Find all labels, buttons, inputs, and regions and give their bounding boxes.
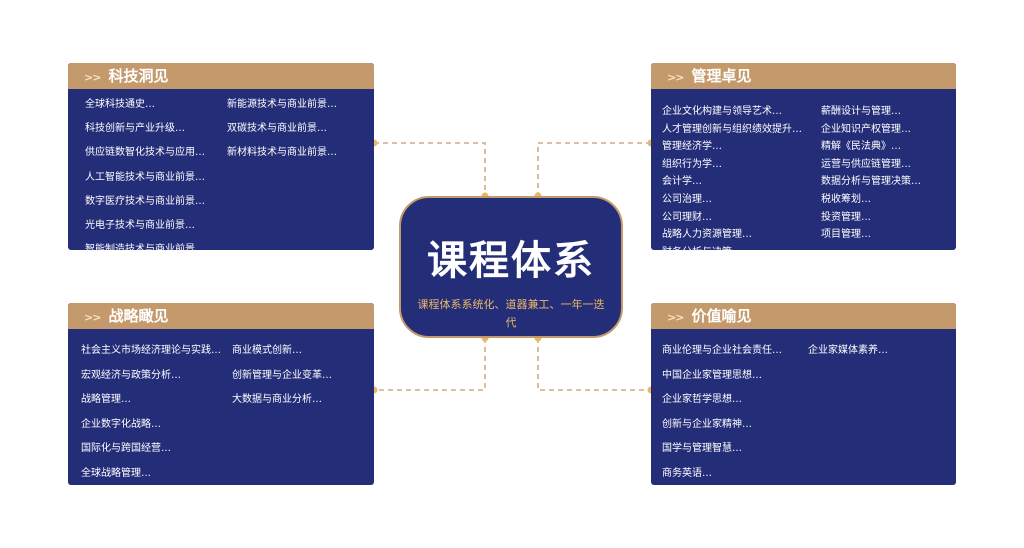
panel-header: >> 价值喻见 <box>651 303 956 329</box>
course-item: 供应链数智化技术与应用… <box>85 147 205 159</box>
center-title: 课程体系 <box>427 237 595 284</box>
connector-tl <box>374 142 486 196</box>
course-item: 税收筹划… <box>821 193 871 205</box>
course-column: 企业家媒体素养… <box>808 341 888 479</box>
course-item: 全球科技通史… <box>85 99 155 110</box>
course-item: 企业知识产权管理… <box>821 123 911 135</box>
panel-header: >> 管理卓见 <box>651 63 956 89</box>
course-item: 社会主义市场经济理论与实践… <box>81 345 221 356</box>
panel-strategy-insight: >> 战略瞰见社会主义市场经济理论与实践… 宏观经济与政策分析… 战略管理… 企业数字化… <box>68 303 374 485</box>
course-item: 商务英语… <box>662 467 712 479</box>
connector-br <box>537 338 651 391</box>
panel-title: 科技洞见 <box>108 67 169 85</box>
connector-tr <box>537 142 651 196</box>
panel-title: 价值喻见 <box>691 307 752 325</box>
course-item: 精解《民法典》… <box>821 141 901 153</box>
course-item: 国学与管理智慧… <box>662 443 742 454</box>
course-item: 宏观经济与政策分析… <box>81 369 181 381</box>
course-item: 创新管理与企业变革… <box>232 369 332 381</box>
course-item: 组织行为学… <box>662 158 722 170</box>
course-item: 数据分析与管理决策… <box>821 176 921 188</box>
course-item: 商业伦理与企业社会责任… <box>662 345 782 356</box>
panel-tech-insight: >> 科技洞见全球科技通史… 科技创新与产业升级… 供应链数智化技术与应用… 人工智能技… <box>68 63 374 250</box>
course-item: 投资管理… <box>821 211 871 223</box>
course-item: 财务分析与决策… <box>662 243 802 250</box>
course-item: 新材料技术与商业前景… <box>227 147 337 159</box>
chevron-icon: >> <box>84 311 101 324</box>
course-column: 全球科技通史… 科技创新与产业升级… 供应链数智化技术与应用… 人工智能技术与商业前景… <box>85 95 205 250</box>
chevron-icon: >> <box>667 311 684 324</box>
course-item: 光电子技术与商业前景… <box>85 219 195 231</box>
course-column: 商业伦理与企业社会责任… 中国企业家管理思想… 企业家哲学思想… 创新与企业家精神… 国… <box>662 341 782 479</box>
chevron-icon: >> <box>84 71 101 84</box>
panel-header: >> 科技洞见 <box>68 63 374 89</box>
chevron-icon: >> <box>667 71 684 84</box>
course-column: 薪酬设计与管理… 企业知识产权管理… 精解《民法典》… 运营与供应链管理… 数据分析与管… <box>821 102 921 250</box>
course-column: 社会主义市场经济理论与实践… 宏观经济与政策分析… 战略管理… 企业数字化战略… 国际化… <box>81 341 221 479</box>
course-item: 智能制造技术与商业前景… <box>85 244 205 250</box>
course-item: 会计学… <box>662 176 702 188</box>
center-node: 课程体系 课程体系系统化、道器兼工、一年一迭代 <box>399 196 623 338</box>
course-item: 公司理财… <box>662 211 712 223</box>
course-item: 创新与企业家精神… <box>662 418 752 430</box>
center-subtitle: 课程体系系统化、道器兼工、一年一迭代 <box>417 298 605 329</box>
course-item: 项目管理… <box>821 229 871 241</box>
course-item: 人工智能技术与商业前景… <box>85 171 205 183</box>
course-item: 企业家媒体素养… <box>808 345 888 356</box>
course-item: 企业数字化战略… <box>81 418 161 430</box>
course-column: 新能源技术与商业前景… 双碳技术与商业前景… 新材料技术与商业前景… <box>227 95 337 250</box>
course-item: 中国企业家管理思想… <box>662 369 762 381</box>
course-item: 管理经济学… <box>662 141 722 153</box>
course-item: 战略管理… <box>81 394 131 405</box>
course-item: 全球战略管理… <box>81 467 151 479</box>
course-item: 大数据与商业分析… <box>232 394 322 405</box>
panel-value-insight: >> 价值喻见商业伦理与企业社会责任… 中国企业家管理思想… 企业家哲学思想… 创新与企… <box>651 303 956 485</box>
course-item: 商业模式创新… <box>232 345 302 356</box>
course-item: 企业文化构建与领导艺术… <box>662 106 782 117</box>
panel-header: >> 战略瞰见 <box>68 303 374 329</box>
course-column: 商业模式创新… 创新管理与企业变革… 大数据与商业分析… <box>232 341 332 479</box>
course-item: 人才管理创新与组织绩效提升… <box>662 123 802 135</box>
course-item: 双碳技术与商业前景… <box>227 123 327 135</box>
panel-title: 战略瞰见 <box>108 307 169 325</box>
panel-management-insight: >> 管理卓见企业文化构建与领导艺术… 人才管理创新与组织绩效提升… 管理经济学… 组织… <box>651 63 956 250</box>
course-item: 薪酬设计与管理… <box>821 106 901 117</box>
panel-title: 管理卓见 <box>691 67 752 85</box>
course-item: 数字医疗技术与商业前景… <box>85 195 205 207</box>
course-item: 科技创新与产业升级… <box>85 123 185 135</box>
course-item: 企业家哲学思想… <box>662 394 742 405</box>
course-item: 运营与供应链管理… <box>821 158 911 170</box>
course-column: 企业文化构建与领导艺术… 人才管理创新与组织绩效提升… 管理经济学… 组织行为学… 会计… <box>662 102 802 250</box>
connector-bl <box>374 338 486 391</box>
course-item: 国际化与跨国经营… <box>81 443 171 454</box>
course-item: 公司治理… <box>662 193 712 205</box>
course-item: 新能源技术与商业前景… <box>227 99 337 110</box>
course-item: 战略人力资源管理… <box>662 229 752 241</box>
